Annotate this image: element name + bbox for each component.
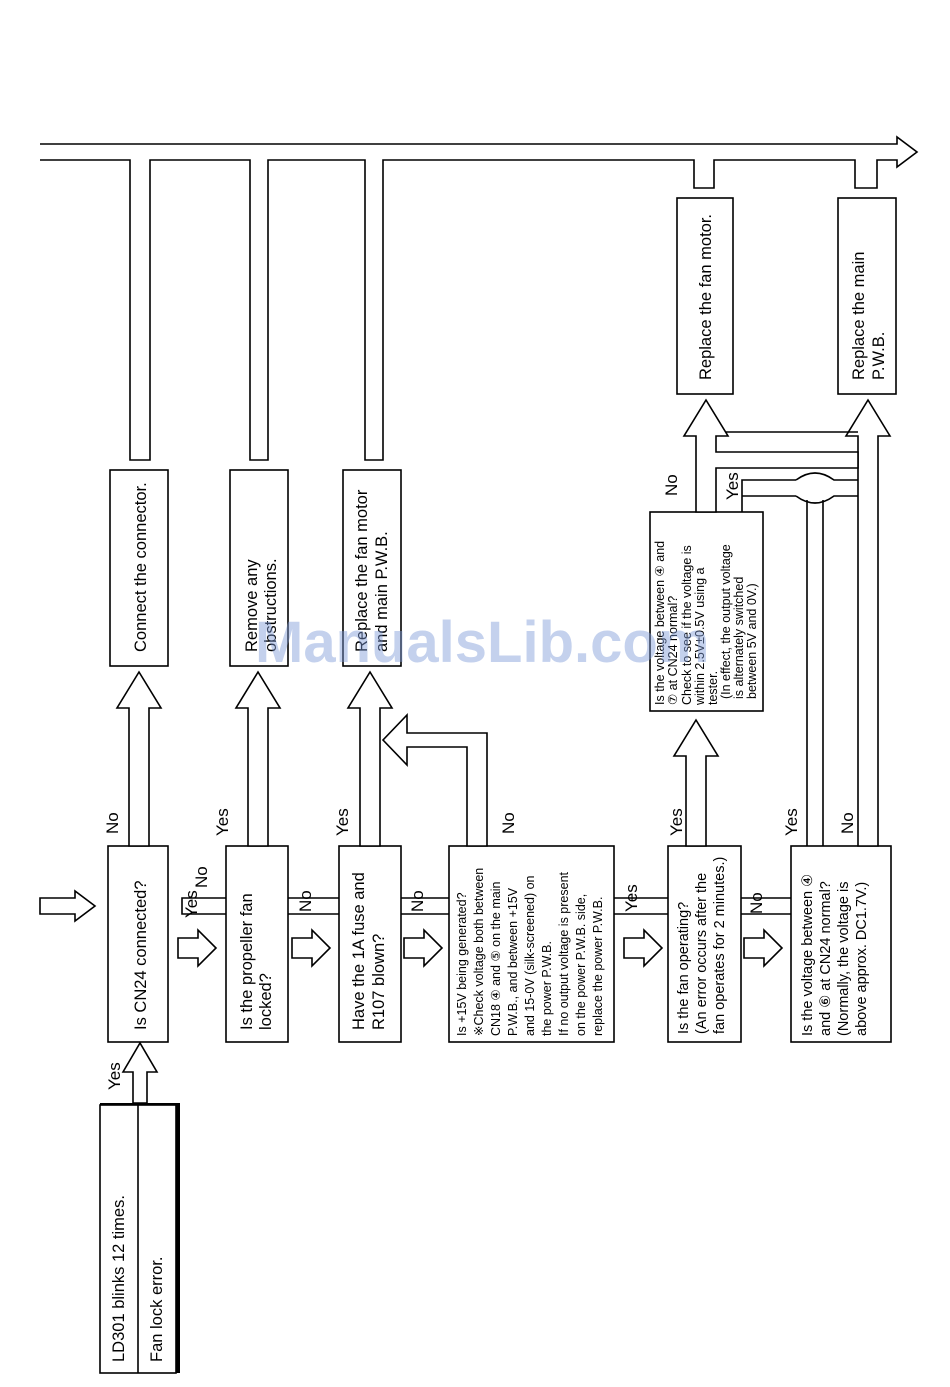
label-no-q3: No <box>408 890 427 912</box>
svg-text:Replace the fan motor.: Replace the fan motor. <box>697 214 715 380</box>
svg-text:Connect the connector.: Connect the connector. <box>132 482 150 652</box>
label-no-q5: No <box>747 892 766 914</box>
svg-text:If no output voltage is presen: If no output voltage is present <box>557 871 571 1036</box>
no-arrow-q5-q6 <box>743 928 784 968</box>
top-return-arrow <box>40 135 919 461</box>
question-box-q5: Is the fan operating? (An error occurs a… <box>667 845 742 1043</box>
yes-path-q6 <box>806 500 824 846</box>
svg-text:is alternately switched: is alternately switched <box>732 577 746 699</box>
yes-arrow-q2-a2 <box>234 670 282 847</box>
no-arrow-q3-q4 <box>403 928 444 968</box>
svg-text:⑦ at CN24 normal?: ⑦ at CN24 normal? <box>666 596 680 705</box>
svg-text:between 5V and 0V.): between 5V and 0V.) <box>745 583 759 699</box>
svg-text:above approx. DC1.7V.): above approx. DC1.7V.) <box>854 882 870 1036</box>
label-yes-q6: Yes <box>782 808 801 836</box>
svg-text:Is the voltage between ④: Is the voltage between ④ <box>800 874 816 1036</box>
label-yes-q4: Yes <box>622 884 641 912</box>
label-no-q6: No <box>838 812 857 834</box>
label-yes-q5: Yes <box>667 808 686 836</box>
action-box-a5: Replace the main P.W.B. <box>837 197 897 395</box>
label-no-start: No <box>192 866 211 888</box>
svg-text:Remove any: Remove any <box>243 559 261 652</box>
crossover-hop <box>795 472 858 504</box>
start-line1: LD301 blinks 12 times. <box>110 1195 128 1362</box>
watermark: ManualsLib.com <box>255 610 709 675</box>
svg-text:fan operates for 2 minutes.): fan operates for 2 minutes.) <box>712 857 728 1034</box>
label-no-q4: No <box>499 812 518 834</box>
q7-yes-route <box>741 479 796 512</box>
no-arrow-q7-a4 <box>682 398 859 513</box>
action-box-a2: Remove any obstructions. <box>229 469 289 667</box>
question-box-q1: Is CN24 connected? <box>107 845 169 1043</box>
yes-arrow-q1-q2 <box>177 928 218 968</box>
no-arrow-q2-q3 <box>291 928 332 968</box>
yes-arrow-start <box>121 1041 159 1104</box>
entry-arrow <box>39 889 97 923</box>
svg-text:Replace the fan motor: Replace the fan motor <box>353 489 371 652</box>
svg-text:tester.: tester. <box>706 671 720 705</box>
question-box-q4: Is +15V being generated? ※Check voltage … <box>448 845 615 1043</box>
svg-text:obstructions.: obstructions. <box>262 558 280 652</box>
svg-text:(An error occurs after the: (An error occurs after the <box>694 873 710 1034</box>
svg-text:※Check voltage both between: ※Check voltage both between <box>472 868 486 1036</box>
svg-text:P.W.B.: P.W.B. <box>870 332 888 380</box>
no-arrow-q1-a1 <box>115 670 163 847</box>
start-box: LD301 blinks 12 times. Fan lock error. <box>99 1103 180 1374</box>
svg-text:within 2.5V±0.5V using a: within 2.5V±0.5V using a <box>693 567 707 706</box>
label-yes-q7: Yes <box>723 472 742 500</box>
svg-text:R107 blown?: R107 blown? <box>370 934 388 1030</box>
q1-line: Is CN24 connected? <box>132 880 150 1030</box>
svg-text:Is the voltage between ④ and: Is the voltage between ④ and <box>653 541 667 705</box>
svg-text:and 15-0V (silk-screened) on: and 15-0V (silk-screened) on <box>523 875 537 1036</box>
question-box-q7: Is the voltage between ④ and ⑦ at CN24 n… <box>649 511 764 712</box>
action-box-a4: Replace the fan motor. <box>676 197 734 395</box>
label-yes-q1: Yes <box>182 890 201 918</box>
svg-text:Is the propeller fan: Is the propeller fan <box>238 893 256 1030</box>
yes-arrow-q3-a3 <box>346 670 394 847</box>
action-box-a3: Replace the fan motor and main P.W.B. <box>342 469 402 667</box>
svg-text:and main P.W.B.: and main P.W.B. <box>373 531 391 652</box>
yes-arrow-q4-q5 <box>623 928 664 968</box>
start-line2: Fan lock error. <box>148 1257 166 1362</box>
question-box-q6: Is the voltage between ④ and ⑥ at CN24 n… <box>790 845 892 1043</box>
svg-text:Have the 1A fuse and: Have the 1A fuse and <box>350 872 368 1030</box>
svg-text:locked?: locked? <box>257 973 275 1030</box>
no-arrow-q6-a5 <box>844 398 892 847</box>
svg-text:Is the fan operating?: Is the fan operating? <box>676 902 692 1034</box>
svg-text:replace the power P.W.B.: replace the power P.W.B. <box>591 897 605 1036</box>
svg-text:P.W.B., and between +15V: P.W.B., and between +15V <box>506 887 520 1036</box>
action-box-a1: Connect the connector. <box>109 469 169 667</box>
label-yes-start: Yes <box>105 1062 124 1090</box>
svg-text:Replace the main: Replace the main <box>850 252 868 380</box>
svg-text:CN18 ④ and ⑤ on the main: CN18 ④ and ⑤ on the main <box>489 882 503 1036</box>
label-yes-q3: Yes <box>333 808 352 836</box>
svg-text:and ⑥ at CN24 normal?: and ⑥ at CN24 normal? <box>818 881 834 1036</box>
question-box-q2: Is the propeller fan locked? <box>225 845 289 1043</box>
label-no-q1: No <box>103 812 122 834</box>
svg-text:the power P.W.B.: the power P.W.B. <box>540 941 554 1036</box>
no-arrow-q4-back <box>381 713 488 847</box>
svg-text:on the power P.W.B. side,: on the power P.W.B. side, <box>574 894 588 1036</box>
svg-text:(Normally, the voltage is: (Normally, the voltage is <box>836 882 852 1036</box>
label-yes-q2: Yes <box>213 808 232 836</box>
svg-text:Check to see if the voltage is: Check to see if the voltage is <box>680 545 694 705</box>
question-box-q3: Have the 1A fuse and R107 blown? <box>338 845 402 1043</box>
svg-text:(In effect, the output voltage: (In effect, the output voltage <box>719 544 733 699</box>
yes-arrow-q5-q7 <box>672 718 720 847</box>
svg-text:Is +15V being generated?: Is +15V being generated? <box>455 892 469 1036</box>
label-no-q2: No <box>296 890 315 912</box>
label-no-q7: No <box>662 474 681 496</box>
